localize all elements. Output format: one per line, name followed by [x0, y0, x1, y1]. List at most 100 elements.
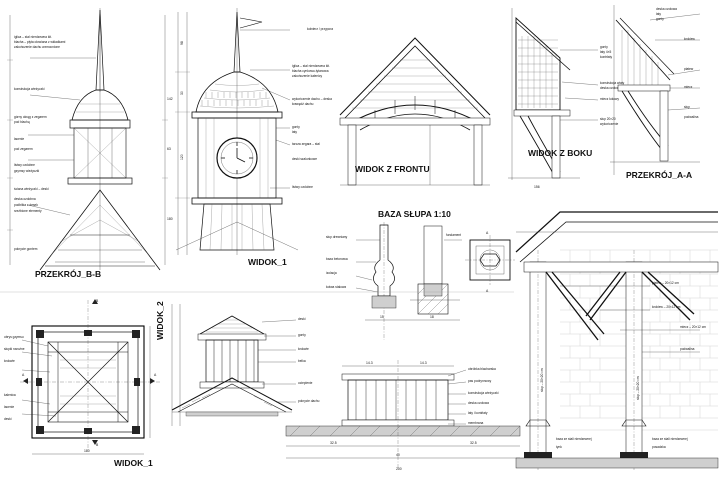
note: belka: [298, 359, 306, 363]
note: ocieplenie: [298, 381, 313, 385]
note: obróbka blacharska: [468, 367, 496, 371]
note: pokrycie gontem: [14, 247, 38, 251]
note: górny okrąg z zegarem: [14, 115, 47, 119]
note: łaty i kontrłaty: [468, 411, 488, 415]
dim-label: 142: [167, 97, 173, 101]
dim-label: 32.5: [470, 441, 477, 445]
note: kołnierz / przypora: [307, 27, 333, 31]
note: słup drewniany: [326, 235, 348, 239]
post-base-title: BAZA SŁUPA 1:10: [378, 209, 451, 219]
note: słup – 20×20 cm: [636, 376, 640, 400]
note: gonty: [292, 125, 300, 129]
dim-label: 14.3: [366, 361, 373, 365]
note: membrana: [468, 421, 483, 425]
note: deska ozdobna: [14, 197, 36, 201]
dim-label: 180: [167, 217, 173, 221]
note: konstrukcja wieżyczki: [14, 87, 45, 91]
note: łacenie: [14, 137, 24, 141]
note: fundament: [446, 233, 461, 237]
note: listwy ozdobne: [292, 185, 313, 189]
note: słup – 20×20 cm: [540, 368, 544, 392]
dim-label: 63: [167, 147, 171, 151]
note: kontrłaty: [600, 55, 612, 59]
note: tynk: [556, 445, 562, 449]
note: słup: [684, 105, 690, 109]
note: miecz łukowy: [600, 97, 619, 101]
note: wykończenie: [600, 122, 618, 126]
note: deska czołowa: [656, 7, 677, 11]
note: gonty: [600, 45, 608, 49]
note: deski: [4, 417, 12, 421]
note: podwalina: [680, 347, 695, 351]
section-mark-a: A: [154, 373, 157, 377]
note: deski: [298, 317, 306, 321]
panel-long-section: 14.3 14.3 32.5 32.5 40 200 obróbka blach…: [285, 360, 521, 471]
note: krokiew: [684, 37, 696, 41]
note: baza ze stali nierdzewnej: [652, 437, 688, 441]
note: kalenica: [4, 393, 16, 397]
dim-label: 180: [84, 449, 90, 453]
note: gonty: [298, 333, 306, 337]
dim-label: 14.3: [420, 361, 427, 365]
view-title-1: WIDOK_1: [248, 257, 287, 267]
note: blacha cynkowo-tytanowa: [292, 69, 329, 73]
note: łacenie: [4, 405, 14, 409]
note: kotwa stalowa: [326, 285, 346, 289]
view-title-1-bottom: WIDOK_1: [114, 458, 153, 468]
panel-front-view: WIDOK Z FRONTU: [339, 37, 491, 186]
section-mark-a: A: [486, 289, 489, 293]
section-mark-b: B: [96, 299, 99, 303]
note: słup 20×20: [600, 117, 616, 121]
note: tarcza zegara – stal: [292, 142, 320, 146]
note: konstrukcja wieżyczki: [468, 391, 499, 395]
dim-label: 98: [180, 41, 184, 45]
dim-label: 200: [396, 467, 402, 471]
view-title-side: WIDOK Z BOKU: [528, 148, 592, 158]
note: deska czołowa: [600, 86, 621, 90]
note: zakończenie dachu wzmocnione: [14, 45, 60, 49]
note: płatew – 20×12 cm: [652, 281, 679, 285]
note: ściana wieżyczki – deski: [14, 187, 49, 191]
note: deska czołowa: [468, 401, 489, 405]
dim-label: 120: [180, 154, 184, 160]
note: pokrycie dachu: [298, 399, 320, 403]
dim-label: 30: [180, 91, 184, 95]
note: deski szalunkowe: [292, 157, 317, 161]
note: krokwie: [4, 359, 15, 363]
note: gonty: [656, 17, 664, 21]
note: miecz – 20×12 cm: [680, 325, 706, 329]
note: konstrukcja wiaty: [600, 81, 625, 85]
panel-post-base: BAZA SŁUPA 1:10 A A 15 18 słup drewniany…: [326, 209, 515, 340]
note: pod blachą: [14, 120, 30, 124]
note: płatew: [684, 67, 694, 71]
note: obrys gzymsu: [4, 335, 24, 339]
note: łaty: [292, 130, 297, 134]
note: iglica – stal nierdzewna kit.: [14, 35, 52, 39]
view-title-front: WIDOK Z FRONTU: [355, 164, 430, 174]
panel-frame-detail: słup – 20×20 cm słup – 20×20 cm płatew –…: [515, 211, 719, 470]
note: iglica – stal nierdzewna kit.: [292, 64, 330, 68]
note: pod zegarem: [14, 147, 33, 151]
note: pas podrynnowy: [468, 379, 492, 383]
panel-side-view: gonty łaty 4×5 kontrłaty konstrukcja wia…: [508, 8, 625, 189]
panel-small-section: deski gonty krokwie belka ocieplenie pok…: [171, 304, 320, 426]
note: listwy ozdobne: [14, 163, 35, 167]
section-mark-a: A: [22, 373, 25, 377]
note: wykończenie dachu – deska: [292, 97, 332, 101]
note: izolacja: [326, 271, 337, 275]
panel-plan-view1: A A B B 180 obrys gzymsu słupki narożne …: [4, 299, 165, 468]
note: zakończenie kalenicy: [292, 74, 323, 78]
note: krawędź dachu: [292, 102, 314, 106]
note: łaty 4×5: [600, 50, 611, 54]
dim-label: 40: [396, 453, 400, 457]
note: podbitka z desek: [14, 203, 38, 207]
note: baza betonowa: [326, 257, 348, 261]
dim-label: 156: [534, 185, 540, 189]
panel-section-aa: deska czołowa łaty gonty krokiew płatew …: [610, 5, 701, 180]
dim-label: 32.5: [330, 441, 337, 445]
section-title-aa: PRZEKRÓJ_A-A: [626, 169, 692, 180]
note: blacha – płyta ołowiana z wkładkami: [14, 40, 66, 44]
dim-label: 18: [430, 315, 434, 319]
note: krokwie: [298, 347, 309, 351]
